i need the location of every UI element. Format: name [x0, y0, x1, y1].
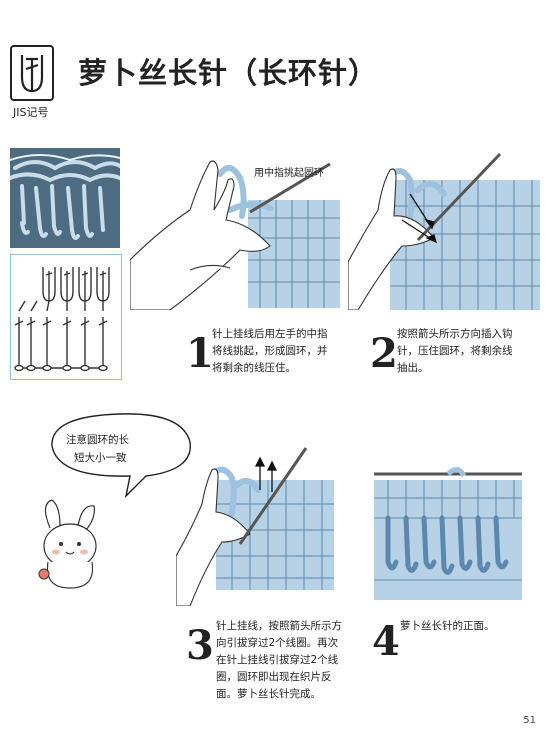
step3-text: 针上挂线，按照箭头所示方向引拔穿过2个线圈。再次在针上挂线引拔穿过2个线圈，圆环… [216, 620, 342, 700]
page-title: 萝卜丝长针（长环针） [78, 56, 379, 90]
step1-text: 针上挂线后用左手的中指将线挑起，形成圆环，并将剩余的线压住。 [212, 328, 328, 374]
bunny-mascot-icon [30, 498, 110, 592]
tip-text: 注意圆环的长短大小一致 [66, 434, 129, 464]
jis-symbol-label: JIS记号 [13, 106, 49, 119]
step1-callout: 用中指挑起圆环 [254, 168, 324, 179]
jis-symbol-box [10, 45, 54, 101]
long-loop-stitch-symbol-icon [20, 55, 44, 93]
step3-illustration [176, 446, 342, 606]
page-number: 51 [523, 715, 536, 726]
step3-number: 3 [186, 622, 214, 669]
step1-illustration [130, 150, 340, 310]
stitch-chart-diagram [10, 254, 122, 380]
step4-number: 4 [372, 618, 400, 665]
fabric-photo [10, 148, 120, 248]
step2-illustration [348, 150, 540, 310]
step2-number: 2 [370, 330, 398, 377]
loop-symbol-row [42, 267, 110, 302]
step4-illustration [374, 462, 522, 602]
tip-speech-bubble [42, 408, 198, 499]
step2-text: 按照箭头所示方向插入钩针，压住圆环，将剩余线抽出。 [397, 328, 513, 374]
step1-number: 1 [186, 330, 214, 377]
step4-text: 萝卜丝长针的正面。 [400, 620, 495, 632]
